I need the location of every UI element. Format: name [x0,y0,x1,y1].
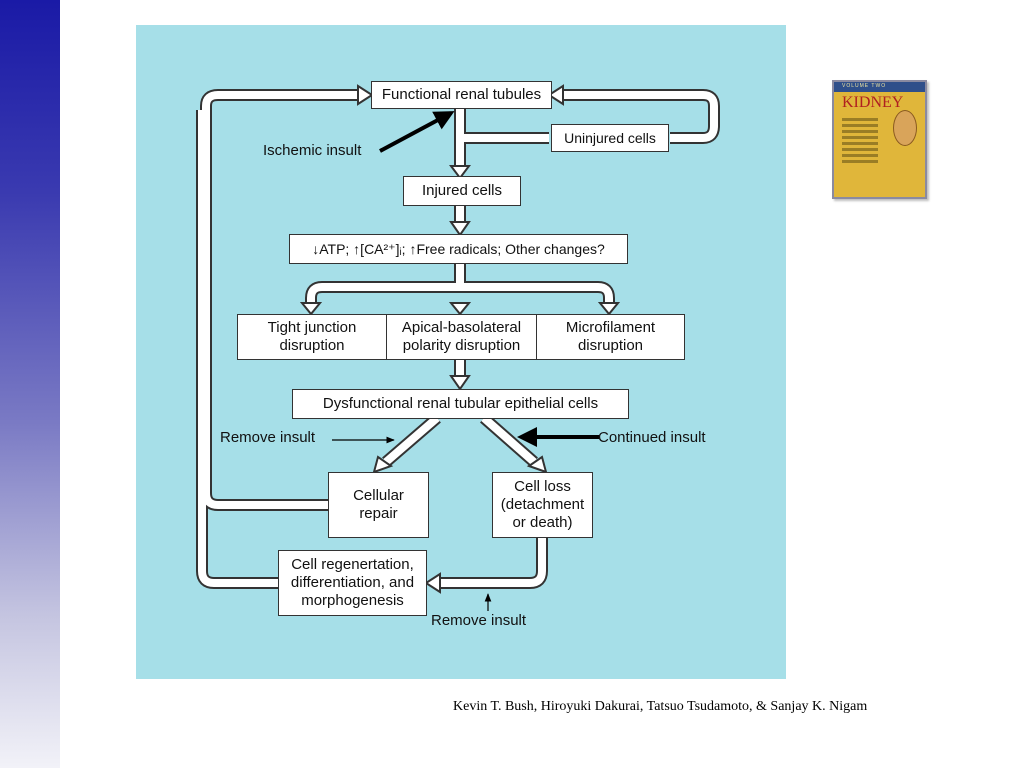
label-remove-insult-left: Remove insult [220,429,316,446]
label-ischemic-insult: Ischemic insult [263,142,362,159]
node-tight-junction-disruption: Tight junction disruption [237,314,387,360]
node-cell-loss: Cell loss (detachment or death) [492,472,593,538]
kidney-illustration-icon [893,110,917,146]
node-functional-renal-tubules: Functional renal tubules [371,81,552,109]
book-title: KIDNEY [842,94,904,111]
node-dysfunctional-epithelial-cells: Dysfunctional renal tubular epithelial c… [292,389,629,419]
node-microfilament-disruption: Microfilament disruption [536,314,685,360]
node-uninjured-cells: Uninjured cells [551,124,669,152]
book-volume-label: VOLUME TWO [842,83,887,89]
citation-authors: Kevin T. Bush, Hiroyuki Dakurai, Tatsuo … [453,699,868,714]
kidney-book-cover: VOLUME TWO KIDNEY [832,80,927,199]
node-cell-regeneration: Cell regenertation, differentiation, and… [278,550,427,616]
label-continued-insult: Continued insult [598,429,706,446]
sidebar-gradient [0,0,60,768]
node-injured-cells: Injured cells [403,176,521,206]
book-author-lines [842,118,878,166]
hollow-arrow-fills [198,91,718,587]
hollow-arrowheads [299,84,621,594]
node-cellular-changes: ↓ATP; ↑[CA²⁺]ᵢ; ↑Free radicals; Other ch… [289,234,628,264]
node-apical-basolateral-disruption: Apical-basolateral polarity disruption [386,314,537,360]
book-cover-band [834,82,925,92]
label-remove-insult-bottom: Remove insult [431,612,527,629]
ischemic-insult-arrow [379,111,455,153]
node-cellular-repair: Cellular repair [328,472,429,538]
